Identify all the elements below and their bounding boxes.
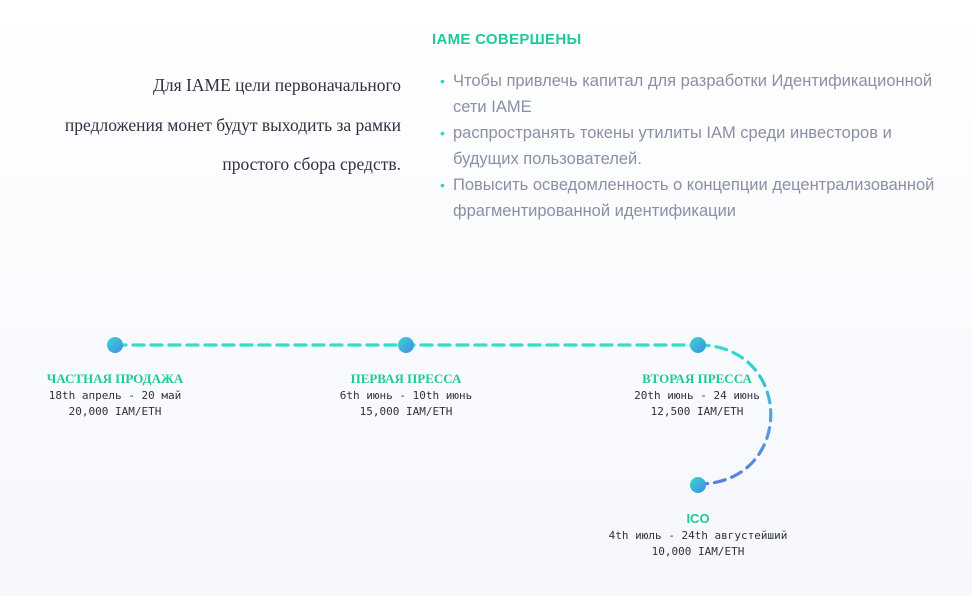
section-title: IAME СОВЕРШЕНЫ [432, 31, 582, 48]
bullet-icon: • [440, 73, 445, 89]
timeline-node [690, 477, 706, 493]
stage-dates: 20th июнь - 24 июнь [634, 388, 760, 402]
stage-second-presale: ВТОРАЯ ПРЕССА 20th июнь - 24 июнь 12,500… [597, 371, 797, 421]
goal-text: Повысить осведомленность о концепции дец… [453, 176, 935, 220]
stage-dates: 18th апрель - 20 май [48, 388, 182, 402]
goal-text: распространять токены утилиты IAM среди … [453, 124, 892, 168]
goal-text: Чтобы привлечь капитал для разработки Ид… [453, 72, 933, 116]
goal-item: • Чтобы привлечь капитал для разработки … [440, 68, 960, 120]
stage-dates: 6th июнь - 10th июнь [339, 388, 473, 402]
goals-list: • Чтобы привлечь капитал для разработки … [440, 68, 960, 224]
stage-name: ВТОРАЯ ПРЕССА [642, 371, 752, 386]
goal-item: • распространять токены утилиты IAM сред… [440, 120, 960, 172]
bullet-icon: • [440, 177, 445, 193]
goal-item: • Повысить осведомленность о концепции д… [440, 172, 960, 224]
stage-rate: 20,000 IAM/ETH [68, 405, 162, 418]
timeline-node [690, 337, 706, 353]
stage-ico: ICO 4th июль - 24th августейший 10,000 I… [598, 511, 798, 561]
stage-name: ICO [686, 511, 710, 526]
stage-private-sale: ЧАСТНАЯ ПРОДАЖА 18th апрель - 20 май 20,… [15, 371, 215, 421]
stage-name: ПЕРВАЯ ПРЕССА [350, 371, 462, 386]
timeline-path-curve [696, 343, 773, 486]
intro-paragraph: Для IAME цели первоначального предложени… [64, 75, 401, 174]
stage-name: ЧАСТНАЯ ПРОДАЖА [46, 371, 184, 386]
stage-dates: 4th июль - 24th августейший [608, 528, 788, 542]
timeline-node [398, 337, 414, 353]
stage-rate: 10,000 IAM/ETH [651, 545, 745, 558]
bullet-icon: • [440, 125, 445, 141]
stage-rate: 15,000 IAM/ETH [359, 405, 453, 418]
timeline-node [107, 337, 123, 353]
stage-first-presale: ПЕРВАЯ ПРЕССА 6th июнь - 10th июнь 15,00… [306, 371, 506, 421]
stage-rate: 12,500 IAM/ETH [650, 405, 744, 418]
